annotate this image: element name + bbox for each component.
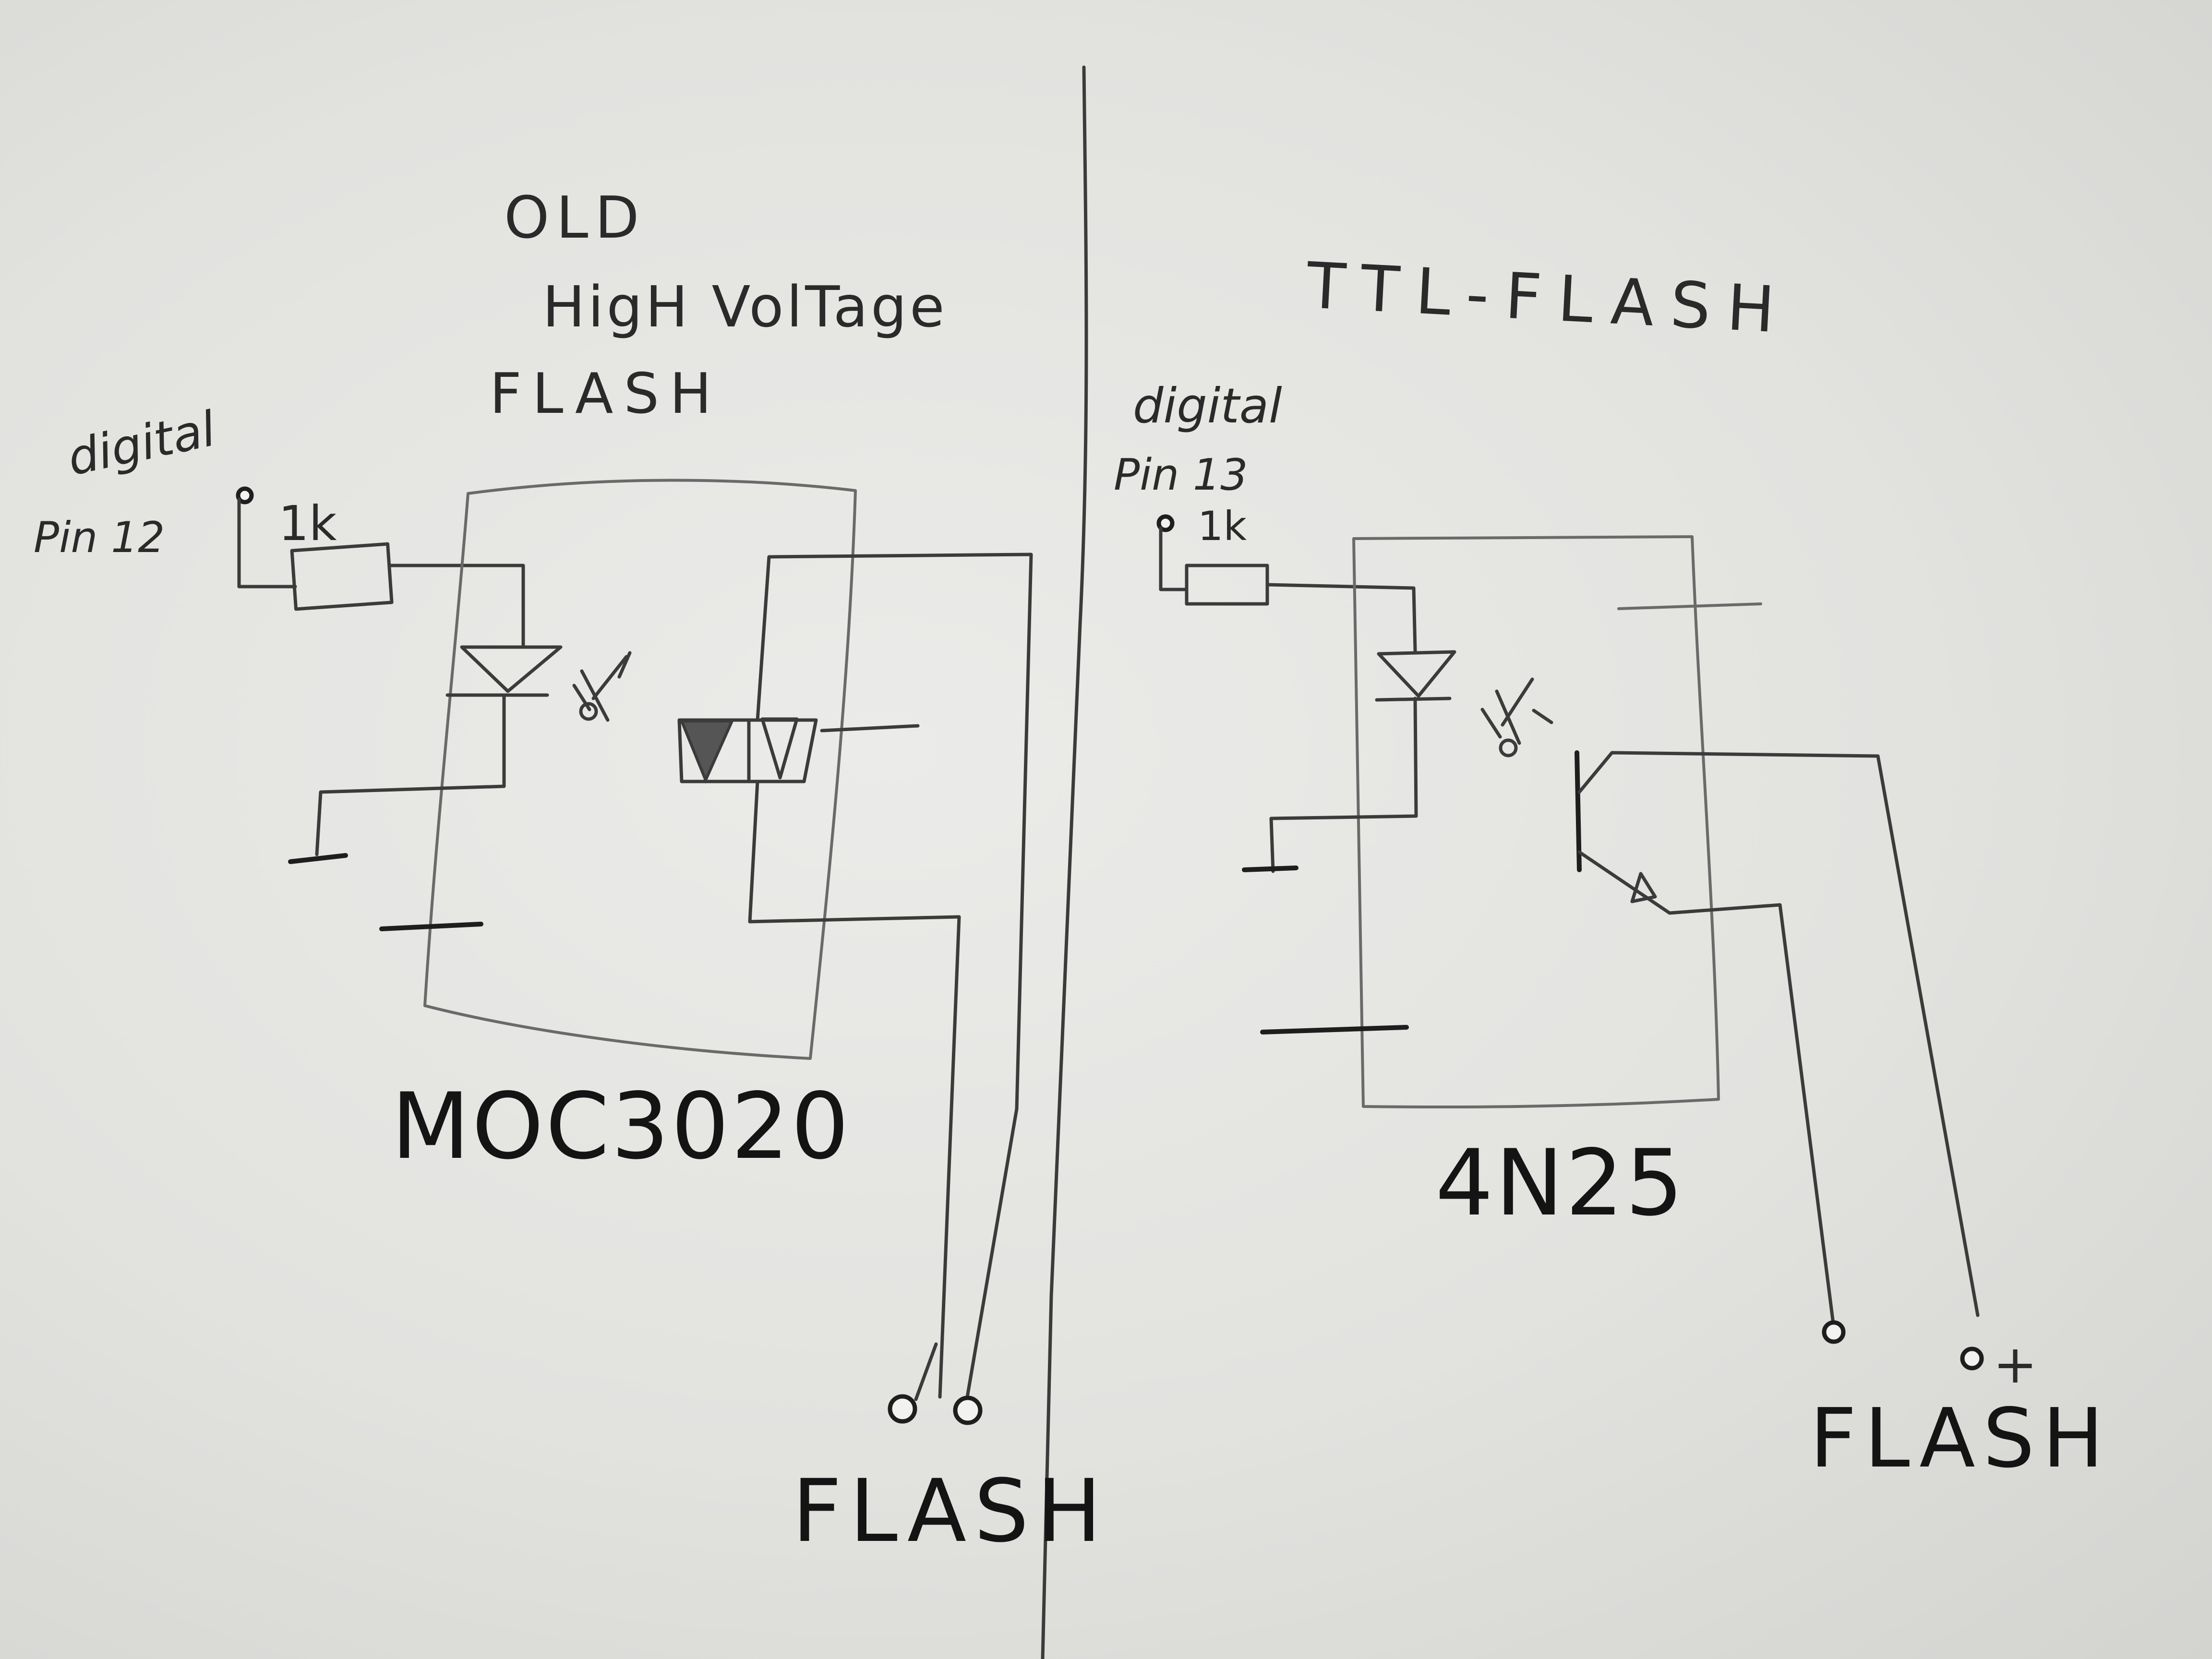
right-resistor xyxy=(1185,564,1269,606)
divider-line xyxy=(1041,65,1088,1659)
right-transistor-emitter xyxy=(1577,850,1836,1329)
left-title-line2: HigH VolTage xyxy=(542,274,948,340)
left-led-light-icon xyxy=(572,651,632,722)
4n25-label: 4N25 xyxy=(1435,1130,1685,1236)
right-title: TTL-FLASH xyxy=(1304,249,1792,348)
moc3020-body xyxy=(423,479,857,1060)
left-triac-right-triangle xyxy=(760,717,799,780)
moc3020-label: MOC3020 xyxy=(391,1073,851,1179)
right-pin-stub-top xyxy=(1617,602,1762,610)
right-ground-icon xyxy=(1242,866,1298,872)
left-triac-box xyxy=(677,718,818,783)
left-input-terminal xyxy=(236,486,254,505)
right-led-triangle xyxy=(1377,650,1456,698)
left-flash-label: FLASH xyxy=(792,1461,1109,1562)
right-emitter-arrow-icon xyxy=(1630,872,1657,903)
left-pin3-stub xyxy=(379,922,483,931)
right-led-ground-wire xyxy=(1269,697,1418,873)
right-resistor-label: 1k xyxy=(1198,503,1247,550)
right-input-label-line2: Pin 13 xyxy=(1114,450,1248,500)
left-title-line3: FLASH xyxy=(490,361,722,426)
right-led-light-dot-icon xyxy=(1499,738,1518,757)
right-led-light-icon xyxy=(1480,677,1553,745)
right-input-terminal xyxy=(1156,514,1175,532)
left-input-label-line1: digital xyxy=(63,400,221,486)
right-input-label-line1: digital xyxy=(1133,378,1282,434)
right-output-polarity: + xyxy=(1993,1334,2037,1395)
left-resistor xyxy=(290,542,394,611)
left-flash-terminal-a xyxy=(888,1394,917,1424)
left-led-triangle xyxy=(460,645,563,693)
left-led-ground-wire xyxy=(315,693,506,856)
left-triac-upper-wire xyxy=(756,553,1033,1399)
right-pin3-stub xyxy=(1260,1025,1409,1034)
right-flash-label: FLASH xyxy=(1810,1391,2111,1486)
left-triac-left-triangle xyxy=(679,720,734,784)
left-input-label-line2: Pin 12 xyxy=(34,513,165,562)
left-flash-terminal-b xyxy=(953,1395,983,1425)
right-transistor-collector xyxy=(1577,751,1980,1317)
4n25-body xyxy=(1352,535,1720,1109)
left-triac-gate xyxy=(820,724,920,733)
left-triac-lower-wire xyxy=(748,780,961,1399)
right-flash-terminal-plus xyxy=(1960,1346,1984,1370)
left-resistor-to-led-wire xyxy=(388,564,525,649)
left-input-wire xyxy=(237,497,297,589)
left-flash-terminal-a-wire xyxy=(914,1342,938,1401)
left-led-light-dot-icon xyxy=(579,702,598,721)
left-resistor-label: 1k xyxy=(278,495,337,552)
right-input-wire xyxy=(1159,526,1188,591)
left-title-line1: OLD xyxy=(504,185,646,252)
4n25-circuit: TTL-FLASH digital Pin 13 1k 4N25 xyxy=(1114,249,2111,1486)
left-ground-icon xyxy=(288,853,348,864)
right-transistor-base xyxy=(1575,750,1582,872)
right-led-bar xyxy=(1375,697,1452,702)
moc3020-circuit: OLD HigH VolTage FLASH digital Pin 12 1k xyxy=(34,185,1109,1562)
right-resistor-to-led-wire xyxy=(1265,583,1417,652)
right-flash-terminal-minus xyxy=(1822,1320,1846,1344)
